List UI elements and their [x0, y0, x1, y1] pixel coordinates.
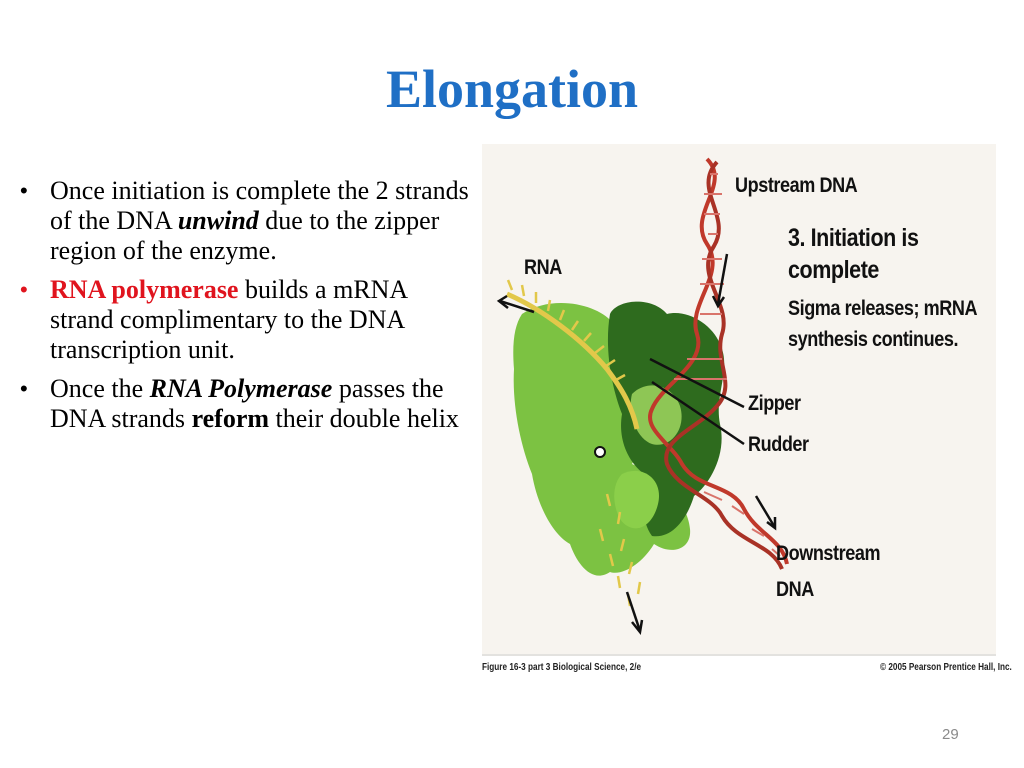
rna-strand — [506, 291, 640, 430]
transcription-figure: Upstream DNA 3. Initiation is complete S… — [482, 144, 1012, 680]
label-downstream: Downstream — [776, 542, 881, 565]
bullet-text: Once initiation is complete the 2 strand… — [50, 176, 469, 235]
rudder-pointer — [651, 380, 745, 446]
label-upstream-dna: Upstream DNA — [735, 174, 858, 197]
dna-strand-a — [648, 157, 789, 565]
bullet-text: passes the DNA strands — [50, 374, 444, 433]
bullet-text: due to the zipper region of the enzyme. — [50, 206, 440, 265]
bullet-item-rna-polymerase: • RNA polymerase builds a mRNA strand co… — [14, 275, 474, 365]
bullet-item-unwind: • Once initiation is complete the 2 stra… — [14, 176, 474, 266]
downstream-arrow-icon — [754, 495, 776, 527]
page-number: 29 — [942, 726, 959, 743]
bullet-list: • Once initiation is complete the 2 stra… — [14, 176, 474, 443]
bullet-text: Once the — [50, 374, 150, 403]
dna-strand-b — [664, 160, 784, 570]
rna-arrow-icon — [499, 299, 535, 314]
active-site-icon — [594, 446, 606, 458]
label-step-title-2: complete — [788, 256, 879, 284]
rna-bases — [506, 279, 626, 382]
label-zipper: Zipper — [748, 392, 801, 415]
label-rna: RNA — [524, 256, 562, 279]
bullet-dot-icon: • — [20, 376, 28, 401]
label-step-desc-2: synthesis continues. — [788, 328, 959, 351]
enzyme-highlight — [630, 385, 682, 445]
bullet-emphasis: unwind — [177, 206, 259, 235]
dna-base-pairs — [674, 173, 781, 557]
slide-title: Elongation — [385, 59, 639, 119]
bullet-text: builds a mRNA strand complimentary to th… — [50, 275, 407, 364]
figure-copyright: © 2005 Pearson Prentice Hall, Inc. — [880, 662, 1012, 673]
bullet-bold: reform — [191, 404, 270, 433]
enzyme-clamp — [614, 470, 660, 529]
nucleotide-arrow-icon — [625, 591, 642, 632]
bullet-highlight: RNA polymerase — [50, 275, 239, 304]
figure-caption: Figure 16-3 part 3 Biological Science, 2… — [482, 662, 642, 673]
bullet-text: their double helix — [269, 404, 459, 433]
bullet-item-reform: • Once the RNA Polymerase passes the DNA… — [14, 374, 474, 434]
direction-arrows — [496, 253, 777, 635]
zipper-pointer — [649, 357, 745, 409]
rna-polymerase-illustration — [482, 144, 996, 656]
label-step-desc: Sigma releases; mRNA — [788, 297, 978, 320]
bullet-emphasis: RNA Polymerase — [149, 374, 333, 403]
label-step-title: 3. Initiation is — [788, 224, 919, 252]
bullet-dot-icon: • — [20, 178, 28, 203]
bullet-dot-icon: • — [20, 277, 28, 302]
label-rudder: Rudder — [748, 433, 809, 456]
upstream-arrow-icon — [716, 253, 729, 305]
label-downstream-2: DNA — [776, 578, 814, 601]
